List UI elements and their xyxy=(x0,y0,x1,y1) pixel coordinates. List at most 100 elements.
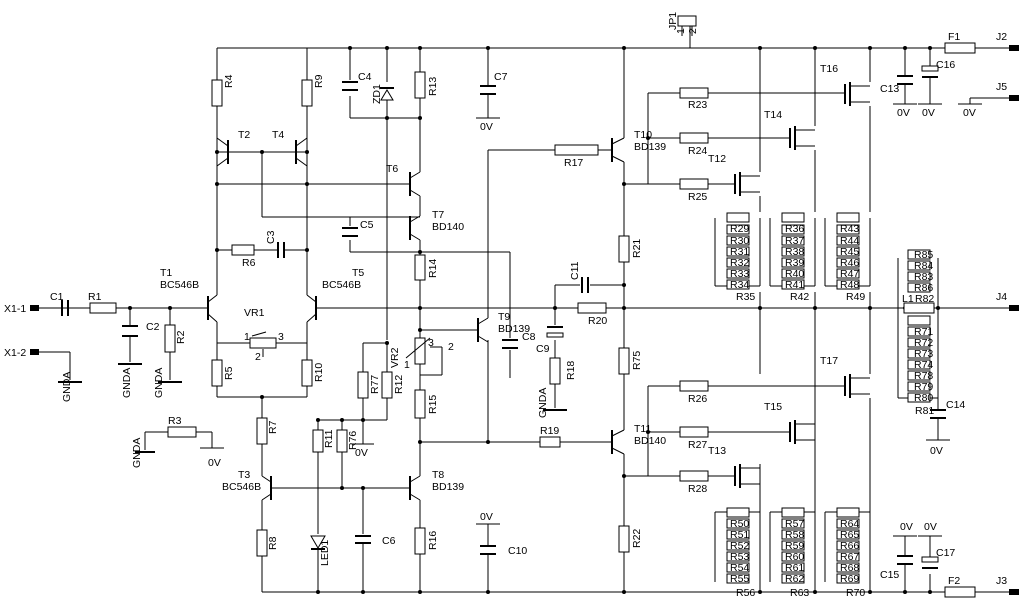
label-t10-type: BD139 xyxy=(634,141,666,153)
label-l1: L1 xyxy=(902,293,914,305)
label-f1: F1 xyxy=(948,31,960,43)
label-r27: R27 xyxy=(688,439,707,451)
label-c6: C6 xyxy=(382,535,396,547)
label-t9-type: BD139 xyxy=(498,323,530,335)
label-t3-type: BC546B xyxy=(222,481,261,493)
bank-label: R64 xyxy=(840,518,859,530)
label-x1-2: X1-2 xyxy=(4,347,26,359)
label-r49: R49 xyxy=(846,291,865,303)
label-j2: J2 xyxy=(996,31,1007,43)
label-c10: C10 xyxy=(508,545,527,557)
label-t16: T16 xyxy=(820,63,838,75)
resistor-r1 xyxy=(89,302,117,314)
bank-label: R85 xyxy=(914,249,933,261)
label-t12: T12 xyxy=(708,153,726,165)
resistor-r24 xyxy=(679,132,709,144)
label-vr1-pin1: 1 xyxy=(244,331,250,343)
resistor-r16 xyxy=(414,527,426,555)
label-zd1: ZD1 xyxy=(371,84,383,104)
bank-label: R53 xyxy=(730,551,749,563)
bank-label: R66 xyxy=(840,540,859,552)
label-t7: T7 xyxy=(432,209,444,221)
bank-label: R31 xyxy=(730,246,749,258)
label-t9: T9 xyxy=(498,311,510,323)
zener-zd1 xyxy=(380,89,394,101)
label-led1: LED1 xyxy=(319,540,331,566)
bank-label: R55 xyxy=(730,573,749,585)
label-t10: T10 xyxy=(634,129,652,141)
label-0v-c10: 0V xyxy=(480,511,493,523)
bank-label: R29 xyxy=(730,223,749,235)
label-0v-c7: 0V xyxy=(480,121,493,133)
resistor-r7 xyxy=(256,417,268,445)
transistors xyxy=(200,137,625,501)
resistor-r13 xyxy=(414,71,426,99)
bank-label: R36 xyxy=(785,223,804,235)
bank-label: R79 xyxy=(914,381,933,393)
bank-label: R62 xyxy=(785,573,804,585)
bank-label: R34 xyxy=(730,279,749,291)
pot-vr2 xyxy=(414,337,426,365)
label-t11-type: BD140 xyxy=(634,435,666,447)
bank-label: R51 xyxy=(730,529,749,541)
label-r63: R63 xyxy=(790,587,809,599)
bank-label: R52 xyxy=(730,540,749,552)
label-t8: T8 xyxy=(432,469,444,481)
label-r4: R4 xyxy=(223,74,235,88)
bank-label: R67 xyxy=(840,551,859,563)
connectors xyxy=(30,15,1019,598)
bank-label: R65 xyxy=(840,529,859,541)
bank-label: R57 xyxy=(785,518,804,530)
bank-label: R44 xyxy=(840,235,859,247)
label-r16: R16 xyxy=(427,531,439,550)
bank-label: R69 xyxy=(840,573,859,585)
bank-label: R61 xyxy=(785,562,804,574)
resistor-r5 xyxy=(211,359,223,387)
label-c4: C4 xyxy=(358,71,372,83)
label-t4: T4 xyxy=(272,129,284,141)
label-r28: R28 xyxy=(688,483,707,495)
resistor-bank-output xyxy=(897,249,939,403)
label-r5: R5 xyxy=(223,366,235,380)
resistor-r27 xyxy=(679,426,709,438)
resistor-bank-lower-2 xyxy=(769,507,816,584)
label-r56: R56 xyxy=(736,587,755,599)
label-vr1-pin3: 3 xyxy=(278,331,284,343)
resistor-r25 xyxy=(679,178,709,190)
resistor-r21 xyxy=(618,235,630,263)
resistor-r76 xyxy=(336,429,348,453)
label-c17: C17 xyxy=(936,547,955,559)
label-r12: R12 xyxy=(393,375,405,394)
potentiometers xyxy=(249,331,431,365)
resistor-r17 xyxy=(554,144,599,156)
label-t14: T14 xyxy=(764,109,782,121)
label-r3: R3 xyxy=(168,415,182,427)
label-r42: R42 xyxy=(790,291,809,303)
label-t8-type: BD139 xyxy=(432,481,464,493)
label-c7: C7 xyxy=(494,71,508,83)
vertical-resistors xyxy=(164,71,630,557)
resistor-bank-upper-1 xyxy=(714,212,761,290)
resistor-r9 xyxy=(301,79,313,107)
label-t5: T5 xyxy=(352,267,364,279)
label-t3: T3 xyxy=(238,469,250,481)
jumper-jp1 xyxy=(677,15,697,27)
resistor-r4 xyxy=(211,79,223,107)
label-r70: R70 xyxy=(846,587,865,599)
label-vr2-pin1: 1 xyxy=(404,359,410,371)
label-r82: R82 xyxy=(915,293,934,305)
label-vr2-pin3: 3 xyxy=(428,337,434,349)
pot-vr1 xyxy=(249,337,277,349)
bank-label: R45 xyxy=(840,246,859,258)
label-vr1-pin2: 2 xyxy=(255,351,261,363)
bank-label: R72 xyxy=(914,337,933,349)
inductor-l1 xyxy=(903,302,935,314)
resistor-r23 xyxy=(679,87,709,99)
bank-label: R37 xyxy=(785,235,804,247)
label-t1: T1 xyxy=(160,267,172,279)
label-r26: R26 xyxy=(688,393,707,405)
label-jp1-pin1: 1 xyxy=(675,28,687,34)
bank-label: R73 xyxy=(914,348,933,360)
resistor-r2 xyxy=(164,324,176,353)
